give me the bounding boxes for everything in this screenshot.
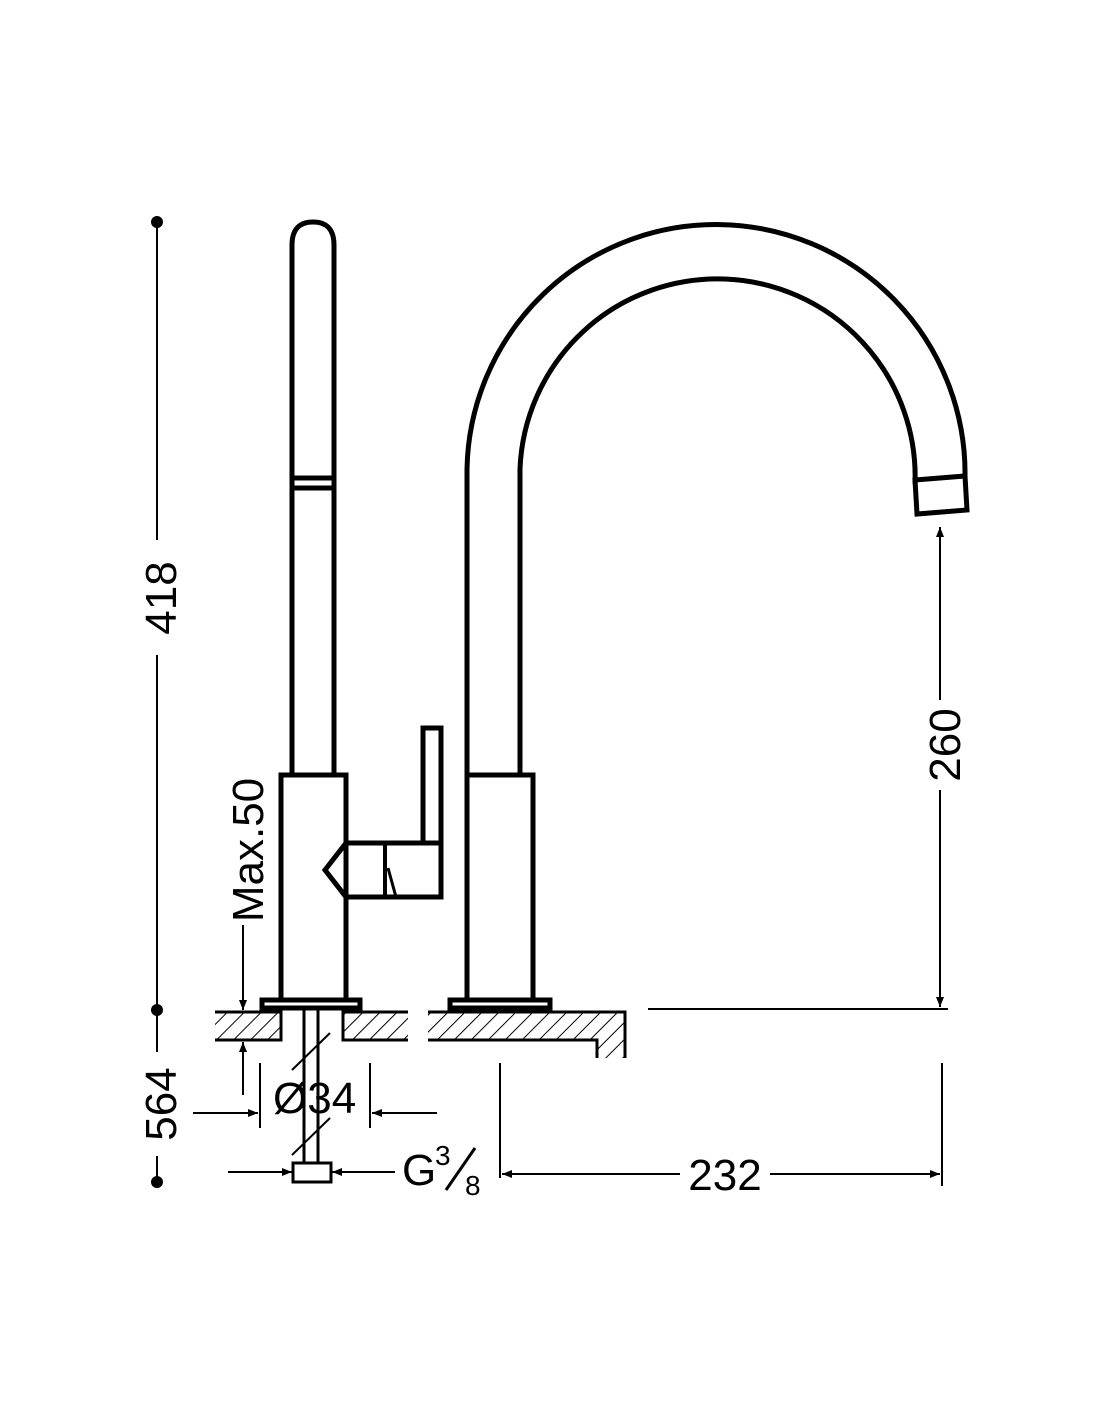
front-base-plate (447, 997, 553, 1011)
front-body (464, 772, 536, 1003)
thread-denominator: 8 (465, 1170, 481, 1201)
spout-aerator (912, 473, 970, 517)
thread-fraction-slash (444, 1147, 477, 1191)
dimension-232-label: 232 (688, 1151, 761, 1200)
spout-arc (464, 222, 968, 775)
side-view-faucet (259, 219, 444, 1184)
dimension-diameter-label: Ø34 (273, 1074, 356, 1123)
dimension-spout-height (648, 527, 948, 1010)
lever-handle (420, 725, 444, 846)
dimension-418-label: 418 (137, 561, 186, 634)
countertop-right (428, 1010, 627, 1058)
thread-label: G (402, 1146, 436, 1195)
dimension-max50-label: Max.50 (224, 778, 273, 922)
dimension-reach (499, 1063, 943, 1186)
dimension-260-label: 260 (921, 708, 970, 781)
side-base-plate (259, 997, 363, 1011)
dimension-564-label: 564 (137, 1067, 186, 1140)
thread-leader (291, 1117, 331, 1156)
front-view-faucet (447, 222, 970, 1011)
side-spout-ring (289, 475, 337, 491)
lever-hub-bevel (386, 867, 398, 898)
dimension-diameter (193, 1063, 437, 1128)
diameter-leader (291, 1032, 331, 1071)
countertop-left (215, 1010, 408, 1042)
thread-numerator: 3 (435, 1140, 451, 1171)
dimension-height (151, 216, 163, 1188)
hose-connector (291, 1161, 333, 1184)
side-spout-tube (289, 219, 337, 775)
